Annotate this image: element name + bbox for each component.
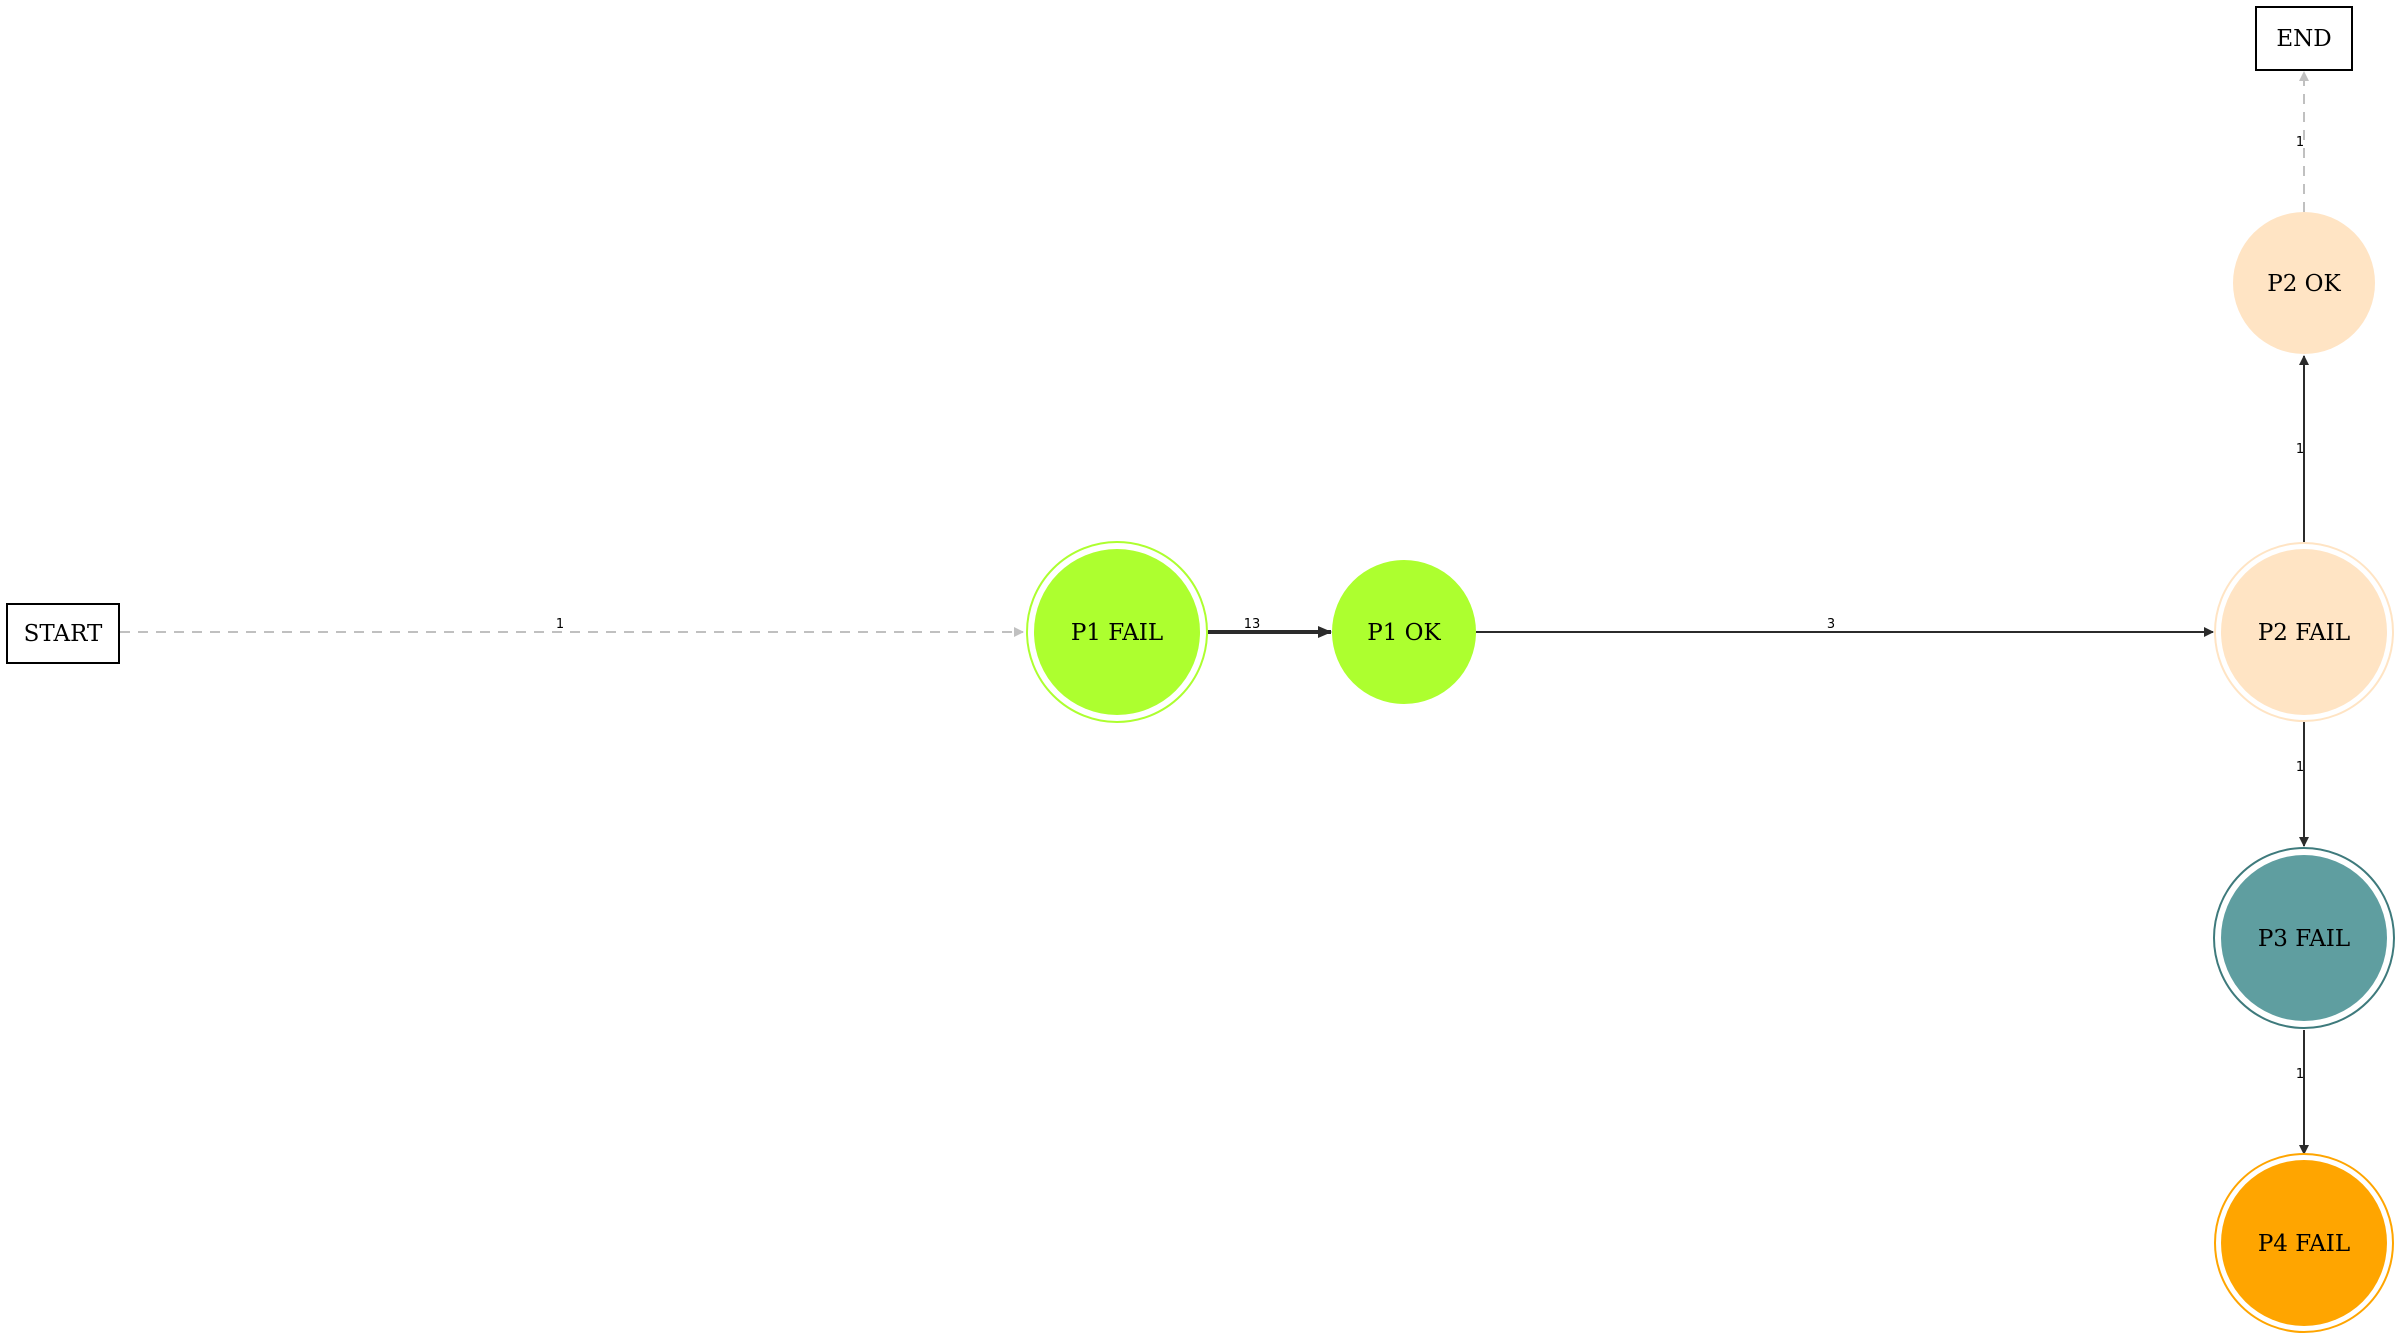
edge-label: 1 bbox=[2296, 135, 2304, 150]
edge-label: 13 bbox=[1244, 617, 1261, 632]
node-label: END bbox=[2276, 26, 2331, 52]
node-label: P2 OK bbox=[2267, 271, 2341, 297]
edge-label: 1 bbox=[2296, 760, 2304, 775]
node-label: START bbox=[24, 621, 103, 647]
edge-p2-fail-to-p3-fail: 1 bbox=[2296, 722, 2309, 847]
edge-p1-ok-to-p2-fail: 3 bbox=[1476, 617, 2214, 637]
edge-p1-fail-to-p1-ok: 13 bbox=[1208, 617, 1332, 638]
edge-label: 1 bbox=[556, 617, 564, 632]
node-label: P4 FAIL bbox=[2258, 1231, 2350, 1257]
node-p4-fail: P4 FAIL bbox=[2214, 1153, 2394, 1333]
edge-label: 1 bbox=[2296, 1067, 2304, 1082]
node-p3-fail: P3 FAIL bbox=[2213, 847, 2395, 1029]
node-start: START bbox=[6, 603, 120, 664]
edge-label: 1 bbox=[2296, 442, 2304, 457]
node-p1-ok: P1 OK bbox=[1332, 560, 1476, 704]
edge-p2-ok-to-end: 1 bbox=[2296, 71, 2309, 212]
node-p1-fail: P1 FAIL bbox=[1026, 541, 1208, 723]
node-label: P3 FAIL bbox=[2258, 926, 2350, 952]
node-end: END bbox=[2255, 6, 2353, 71]
node-p2-fail: P2 FAIL bbox=[2214, 542, 2394, 722]
edge-p3-fail-to-p4-fail: 1 bbox=[2296, 1030, 2309, 1155]
node-p2-ok: P2 OK bbox=[2233, 212, 2375, 354]
edge-label: 3 bbox=[1827, 617, 1835, 632]
node-label: P2 FAIL bbox=[2258, 620, 2350, 646]
node-label: P1 FAIL bbox=[1071, 620, 1163, 646]
edge-p2-fail-to-p2-ok: 1 bbox=[2296, 355, 2309, 543]
edge-start-to-p1-fail: 1 bbox=[120, 617, 1024, 637]
node-label: P1 OK bbox=[1367, 620, 1441, 646]
